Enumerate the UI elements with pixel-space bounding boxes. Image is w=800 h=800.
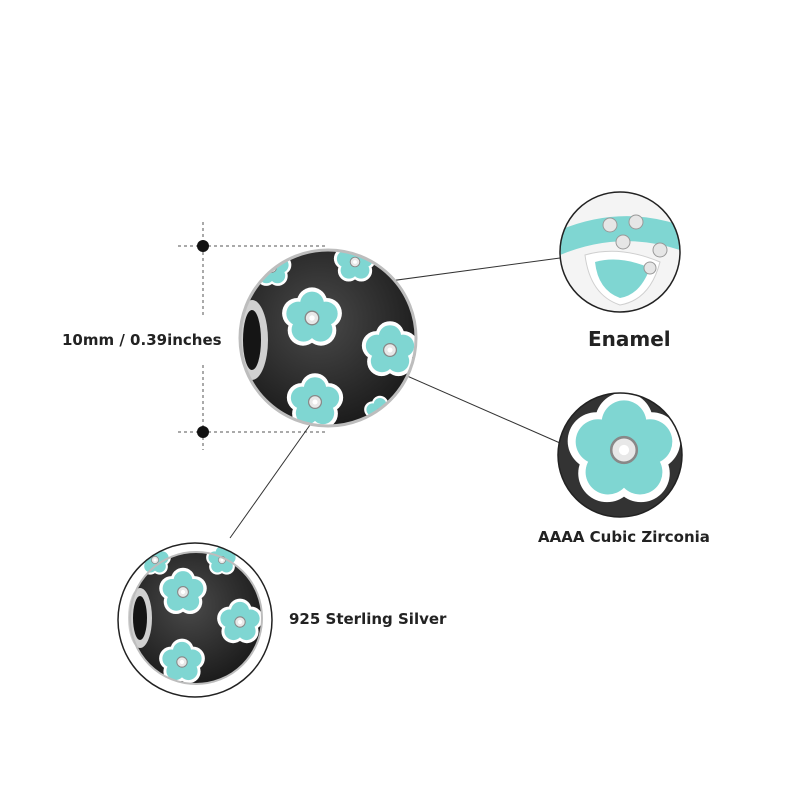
leader-line-sterling-silver	[229, 424, 311, 539]
dimension-marker	[178, 222, 325, 450]
dimension-bottom-dot	[197, 426, 209, 438]
dimension-label: 10mm / 0.39inches	[62, 331, 222, 349]
main-bead-image	[238, 248, 418, 428]
cubic-zirconia-detail-image	[557, 392, 683, 518]
leader-lines	[229, 257, 561, 539]
enamel-label: Enamel	[588, 327, 671, 351]
sterling-silver-label: 925 Sterling Silver	[289, 610, 447, 628]
dimension-top-dot	[197, 240, 209, 252]
cubic-zirconia-label: AAAA Cubic Zirconia	[538, 528, 710, 546]
leader-line-cubic-zirconia	[397, 371, 561, 444]
enamel-detail-image	[559, 191, 681, 313]
sterling-silver-detail-image	[117, 542, 273, 698]
leader-line-enamel	[374, 257, 561, 284]
